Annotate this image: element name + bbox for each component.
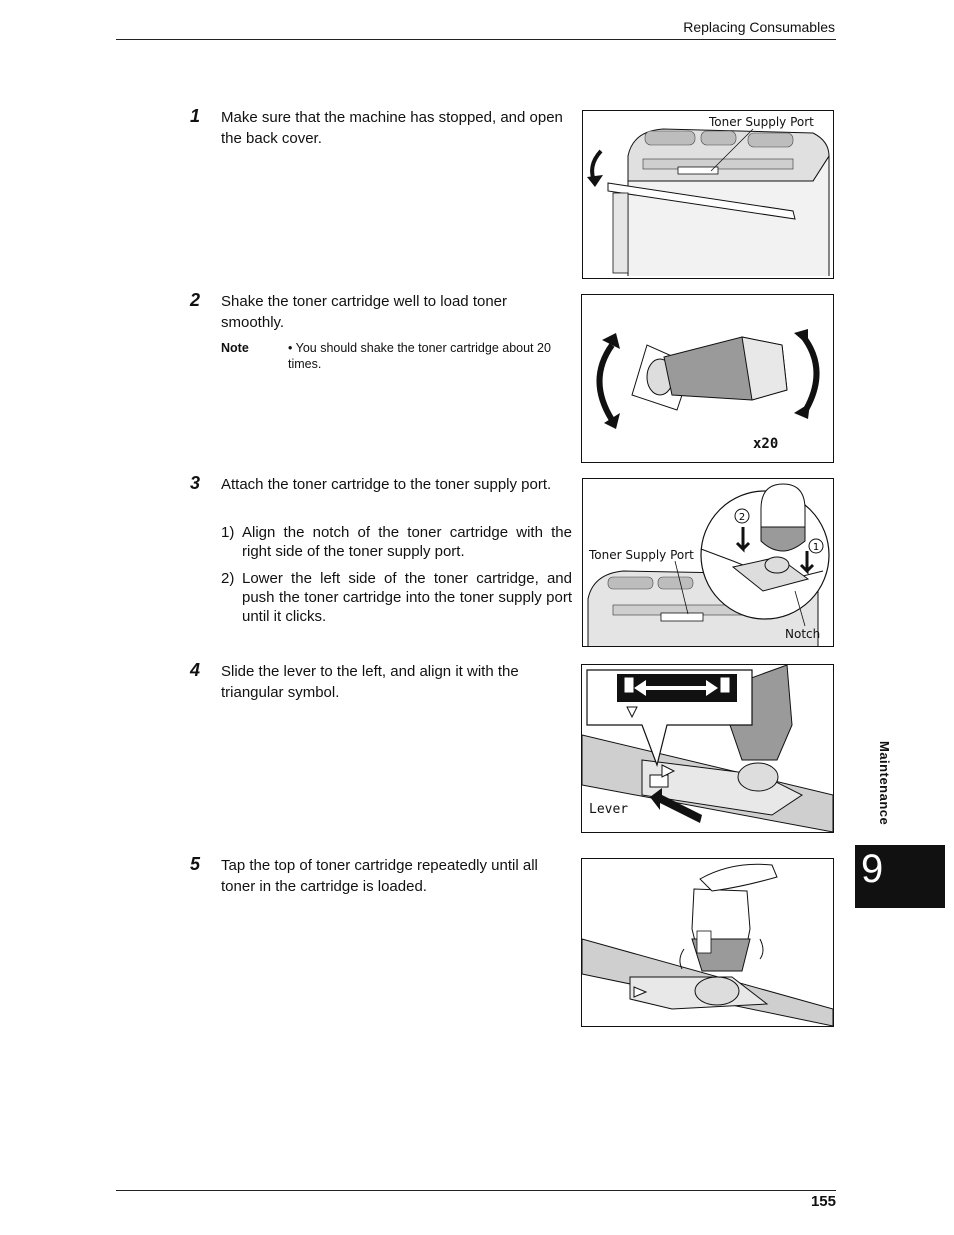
step-1-text: Make sure that the machine has stopped, … — [221, 109, 563, 147]
substep-text: Lower the left side of the toner cartrid… — [242, 570, 572, 625]
step-2-figure: x20 — [581, 294, 834, 463]
step-3-substep-1: 1) Align the notch of the toner cartridg… — [221, 523, 572, 561]
marker-1: 1 — [813, 542, 819, 553]
step-3-number: 3 — [190, 473, 201, 493]
substep-number: 1) — [221, 524, 235, 541]
step-3-text: Attach the toner cartridge to the toner … — [221, 476, 552, 493]
lever-label: Lever — [589, 802, 628, 817]
header-rule — [116, 39, 836, 40]
marker-2: 2 — [739, 512, 745, 523]
step-4-number: 4 — [190, 660, 201, 680]
step-2-note-label: Note — [221, 341, 249, 355]
step-5-text: Tap the top of toner cartridge repeatedl… — [221, 857, 538, 895]
step-2-number: 2 — [190, 290, 201, 310]
substep-text: Align the notch of the toner cartridge w… — [242, 524, 572, 560]
notch-label: Notch — [785, 627, 820, 641]
step-1-figure: Toner Supply Port — [582, 110, 834, 279]
step-1-callout-toner-supply-port: Toner Supply Port — [708, 115, 814, 129]
substep-number: 2) — [221, 570, 235, 587]
step-3-figure: 2 1 Toner Supply Port Notch — [582, 478, 834, 647]
side-section-label: Maintenance — [877, 741, 892, 826]
footer-rule — [116, 1190, 836, 1191]
step-5-number: 5 — [190, 854, 201, 874]
step-3-callout-toner-supply-port: Toner Supply Port — [588, 548, 694, 562]
chapter-tab: 9 — [855, 845, 945, 908]
step-4-text: Slide the lever to the left, and align i… — [221, 663, 519, 701]
step-4-figure: Lever — [581, 664, 834, 833]
shake-count-label: x20 — [753, 436, 778, 452]
step-5-figure — [581, 858, 834, 1027]
step-3-substep-2: 2) Lower the left side of the toner cart… — [221, 569, 572, 626]
page-number: 155 — [810, 1193, 836, 1210]
chapter-number: 9 — [861, 847, 884, 891]
step-2-text: Shake the toner cartridge well to load t… — [221, 293, 508, 331]
step-2-note-text: • You should shake the toner cartridge a… — [288, 341, 551, 371]
running-header: Replacing Consumables — [683, 19, 835, 35]
step-1-number: 1 — [190, 106, 201, 126]
